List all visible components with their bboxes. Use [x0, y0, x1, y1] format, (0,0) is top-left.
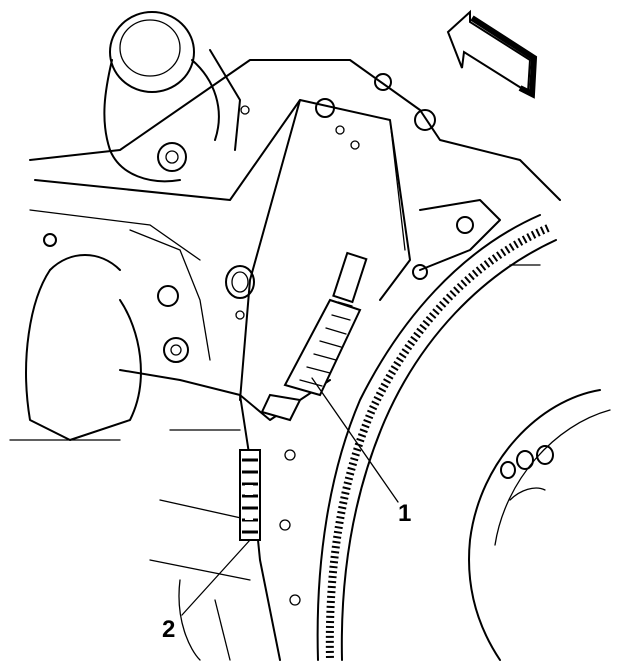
- intake-tube: [103, 11, 241, 183]
- front-direction-arrow-icon: [446, 9, 538, 99]
- callout-2-leader: [181, 539, 251, 616]
- sensor-bracket: [412, 199, 501, 280]
- spacer-item-2: [239, 449, 261, 541]
- callout-1-leader: [311, 377, 399, 503]
- exhaust-manifold: [9, 229, 211, 441]
- flexplate: [468, 389, 611, 661]
- spacer-item-1: [260, 251, 368, 422]
- callout-2-label: 2: [162, 616, 176, 643]
- flywheel-ring-gear: [316, 214, 557, 661]
- callout-1-label: 1: [398, 500, 412, 527]
